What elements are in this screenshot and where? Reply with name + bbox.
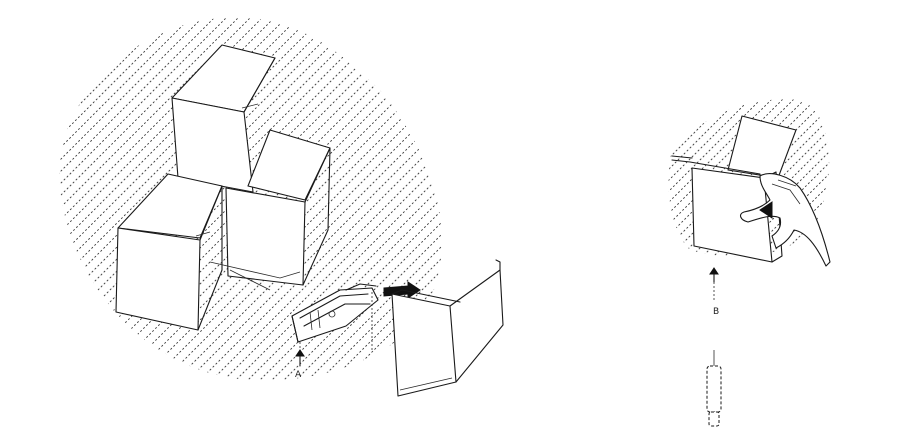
hatch-line xyxy=(59,17,125,381)
hatch-line xyxy=(59,17,245,381)
hatch-line xyxy=(167,17,442,381)
hatch-line xyxy=(263,17,442,381)
hand-icon xyxy=(739,173,831,267)
hatch-line xyxy=(59,17,257,381)
hatch-line xyxy=(668,99,771,257)
base-cabinet-left xyxy=(115,173,223,331)
right-assembly: B xyxy=(480,90,906,427)
hatch-line xyxy=(119,17,442,381)
top-rail xyxy=(671,159,761,175)
hatch-line xyxy=(59,17,185,381)
callout-label-b: B xyxy=(713,307,719,317)
screwdriver-icon xyxy=(706,350,722,427)
wall-cabinet-right xyxy=(225,129,331,286)
ledge-line xyxy=(209,261,301,279)
hatch-line xyxy=(59,17,233,381)
hatch-line xyxy=(143,17,442,381)
hatch-line xyxy=(59,17,197,381)
hatch-line xyxy=(323,17,442,381)
hatch-line xyxy=(287,17,442,381)
hatch-line xyxy=(227,17,442,381)
hatch-line xyxy=(668,99,760,257)
ledge-line-2 xyxy=(229,269,271,291)
hatch-line xyxy=(59,17,149,381)
hatch-line xyxy=(776,99,830,257)
hatch-line xyxy=(131,17,442,381)
upper-panel xyxy=(727,115,797,179)
hatch-line xyxy=(668,99,683,257)
hatch-line xyxy=(668,99,672,257)
wall-cabinet-top xyxy=(171,44,276,193)
hatch-line xyxy=(155,17,442,381)
hatch-line xyxy=(59,17,101,381)
hatch-line xyxy=(668,99,694,257)
mounting-bracket xyxy=(291,283,379,343)
hatch-line xyxy=(668,99,716,257)
hatch-line xyxy=(59,17,221,381)
hatch-line xyxy=(820,99,830,257)
hatch-line xyxy=(668,99,782,257)
hatch-line xyxy=(480,90,660,270)
cabinet-side-panel xyxy=(391,259,504,397)
screw-icon-right xyxy=(709,267,719,283)
hatch-line xyxy=(854,90,906,270)
hatch-line xyxy=(191,17,442,381)
hatch-line xyxy=(787,99,830,257)
hatch-line xyxy=(215,17,442,381)
hatch-line xyxy=(832,90,906,270)
hatch-line xyxy=(179,17,442,381)
hatch-line xyxy=(668,99,705,257)
hatch-line xyxy=(59,17,209,381)
hatch-line xyxy=(275,17,442,381)
hatch-line xyxy=(203,17,442,381)
hatch-line xyxy=(59,17,341,381)
callout-label-a: A xyxy=(295,370,302,380)
hatch-line xyxy=(311,17,442,381)
screw-icon xyxy=(295,349,305,367)
hatch-line xyxy=(59,17,113,381)
hatch-line xyxy=(299,17,442,381)
hatch-line xyxy=(765,99,830,257)
hatch-line xyxy=(843,90,906,270)
top-rail-edge xyxy=(671,155,693,159)
